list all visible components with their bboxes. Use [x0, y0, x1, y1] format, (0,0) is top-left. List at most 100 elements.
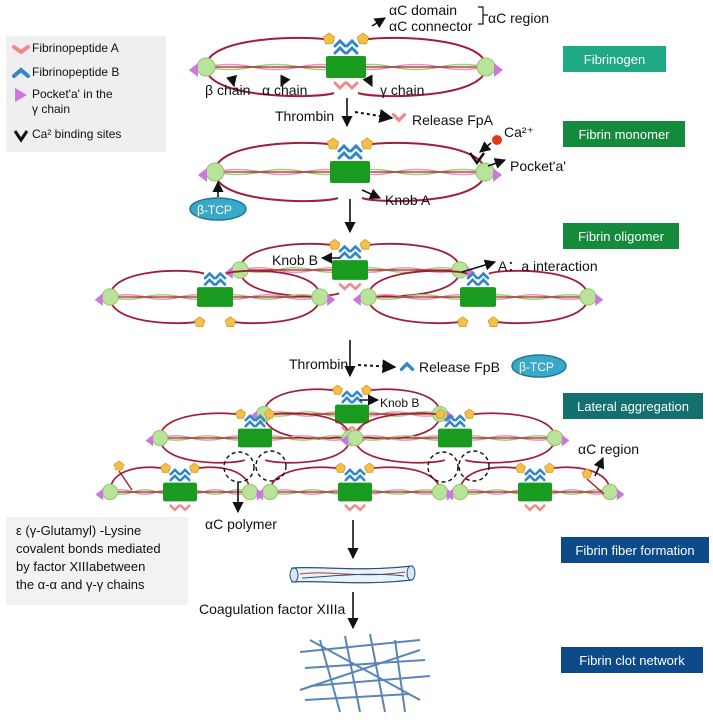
legend: Fibrinopeptide A Fibrinopeptide B Pocket… — [6, 36, 166, 152]
ac-connector-loop — [360, 242, 461, 271]
label-ca2: Ca²⁺ — [504, 124, 534, 140]
pocket-a-mark — [352, 293, 361, 306]
label-release-fpb: Release FpB — [419, 359, 500, 375]
fibrinopeptide-a-mark — [333, 81, 347, 91]
label-knob-a: Knob A — [385, 192, 431, 208]
ac-domain-pentagon — [113, 460, 125, 471]
fibrinopeptide-b-mark — [349, 150, 363, 160]
label-gamma-chain: γ chain — [380, 82, 425, 98]
ac-connector-loop — [109, 269, 205, 298]
d-domain-node — [451, 261, 469, 279]
label-beta-chain: β chain — [205, 82, 251, 98]
ac-connector-loop — [459, 466, 526, 493]
ac-domain-pentagon — [356, 32, 370, 45]
arrow-release-fpb — [357, 359, 397, 374]
d-domain-node — [241, 483, 259, 501]
fibrinopeptide-b-mark — [351, 396, 363, 404]
fibrinopeptide-b-mark — [254, 420, 266, 428]
ac-domain-pentagon — [464, 408, 475, 419]
fibrinopeptide-a-mark — [524, 504, 536, 512]
fiber-tube-end — [289, 567, 299, 583]
label-knob-b: Knob B — [272, 252, 318, 268]
d-domain-node — [346, 429, 364, 447]
fibrinopeptide-b-mark — [333, 45, 347, 55]
central-e-domain — [332, 260, 368, 280]
d-domain-node — [101, 288, 119, 306]
d-domain-node — [261, 483, 279, 501]
ac-domain-pentagon — [457, 316, 469, 328]
fibrinopeptide-b-mark — [338, 250, 351, 259]
fibrinopeptide-b-mark — [244, 420, 256, 428]
fibrinopeptide-b-mark — [454, 420, 466, 428]
fibrinopeptide-b-mark — [454, 414, 466, 422]
fibrinopeptide-b-mark — [524, 468, 536, 476]
ac-domain-pentagon — [487, 316, 499, 328]
ac-domain-pentagon — [435, 408, 446, 419]
fibrinopeptide-b-mark — [444, 420, 456, 428]
central-e-domain — [330, 161, 370, 183]
fibrinopeptide-b-mark — [169, 474, 181, 482]
fibrinogen-molecule — [189, 32, 503, 98]
d-domain-node — [205, 162, 225, 182]
mesh-fiber — [309, 639, 421, 701]
pocket-a-mark — [327, 293, 336, 306]
d-domain-node — [579, 288, 597, 306]
fibrinopeptide-a-mark — [338, 283, 351, 291]
fibrinopeptide-a-mark — [345, 81, 359, 91]
mesh-fiber — [319, 639, 341, 713]
fibrinopeptide-b-mark — [477, 277, 490, 286]
pocket-a-mark — [445, 488, 454, 501]
label-beta-tcp-2: β-TCP — [519, 360, 554, 374]
central-e-domain — [163, 482, 197, 502]
label-thrombin-1: Thrombin — [275, 108, 335, 124]
ac-domain-pentagon — [160, 462, 171, 473]
fibrinopeptide-b-mark — [214, 271, 227, 280]
legend-ca-label: Ca² binding sites — [32, 127, 122, 141]
ac-domain-pentagon — [322, 32, 336, 45]
fiber-strand — [299, 571, 406, 576]
fibrinopeptide-a-mark — [354, 504, 366, 512]
fibrinopeptide-b-mark — [344, 468, 356, 476]
aggregate-mid-right-molecule — [340, 408, 570, 464]
label-thrombin-2: Thrombin — [289, 356, 349, 372]
fibrinopeptide-b-mark — [244, 414, 256, 422]
fibrinopeptide-a-mark — [391, 113, 407, 123]
pocket-a-mark — [493, 168, 502, 182]
ac-connector-loop — [205, 36, 335, 68]
mesh-fiber — [394, 639, 406, 713]
d-domain-node — [476, 57, 496, 77]
pocket-a-mark — [595, 293, 604, 306]
mesh-fiber — [299, 649, 421, 691]
legend-pocket-label-2: γ chain — [32, 102, 71, 116]
ac-polymer-circle — [458, 450, 490, 482]
aggregate-low-2-molecule — [255, 462, 455, 512]
fibrinopeptide-b-mark — [169, 468, 181, 476]
ac-connector-loop — [361, 171, 486, 203]
calcium-binding-icon — [13, 130, 29, 143]
ac-connector-loop — [361, 413, 441, 440]
d-domain-node — [231, 261, 249, 279]
d-domain-node — [101, 483, 119, 501]
ac-connector-loop — [159, 437, 246, 464]
ac-connector-loop — [464, 437, 556, 464]
arrow-a-interaction — [461, 259, 497, 273]
d-domain-node — [475, 162, 495, 182]
pocket-a-mark — [616, 488, 625, 501]
ac-connector-loop — [214, 141, 339, 173]
ac-region-bracket — [478, 6, 488, 25]
fibrinopeptide-b-mark — [341, 396, 353, 404]
ac-domain-pentagon — [264, 408, 275, 419]
fibrinopeptide-a-icon — [12, 45, 30, 55]
d-domain-node — [196, 57, 216, 77]
ac-domain-pentagon — [189, 462, 200, 473]
ac-connector-loop — [357, 66, 487, 98]
pocket-a-icon — [15, 88, 27, 102]
fibrinopeptide-b-mark — [524, 474, 536, 482]
ac-connector-loop — [367, 296, 468, 325]
label-knob-b-2: Knob B — [380, 396, 420, 410]
ac-domain-pentagon — [329, 238, 341, 250]
pocket-a-mark — [198, 168, 207, 182]
d-domain-node — [311, 288, 329, 306]
pocket-a-mark — [561, 434, 570, 447]
fibrinopeptide-b-mark — [203, 277, 216, 286]
